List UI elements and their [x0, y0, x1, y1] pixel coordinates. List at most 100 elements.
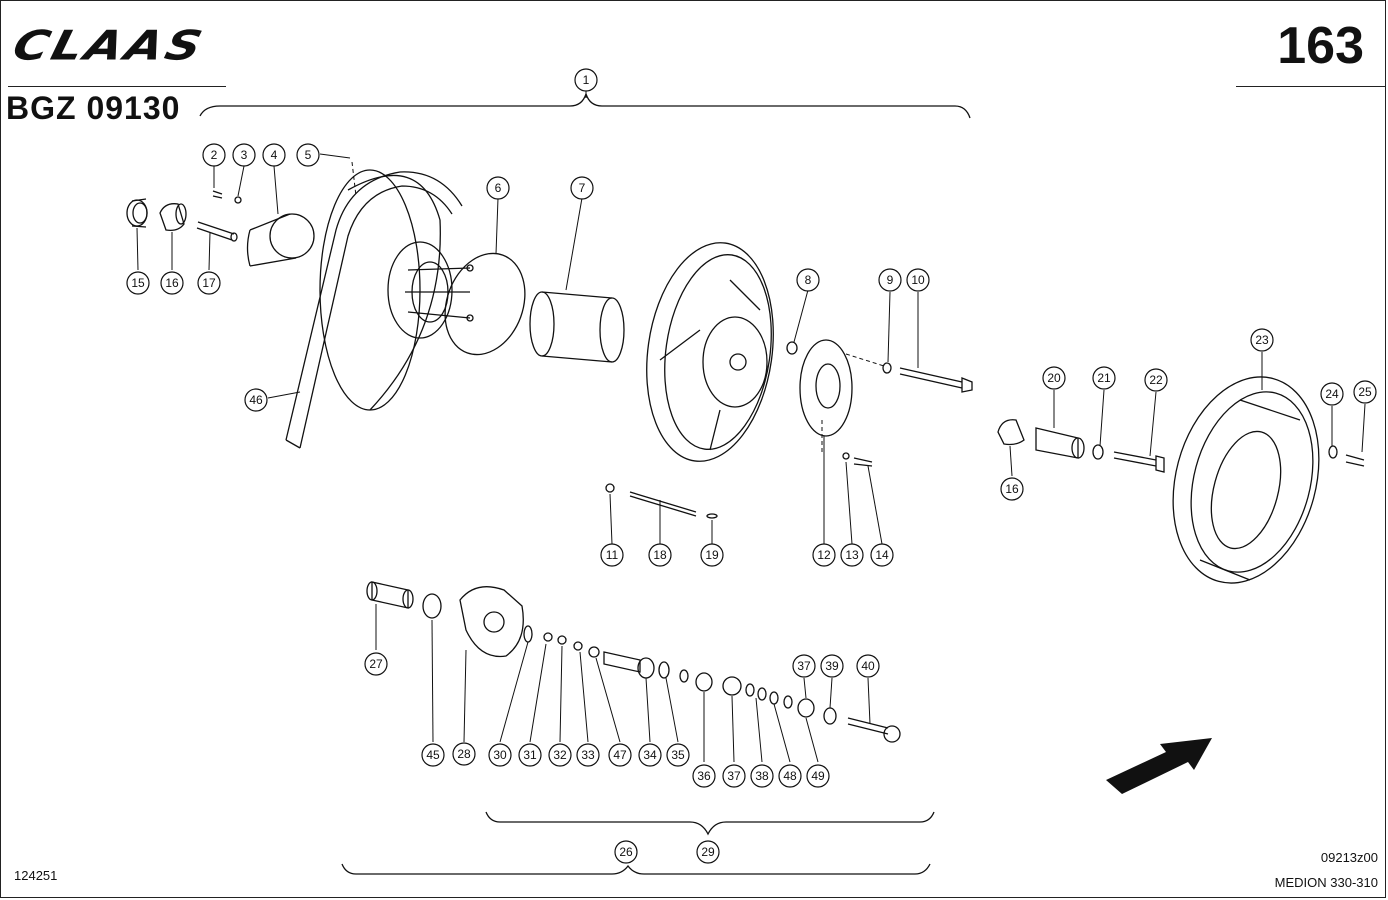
callout-number: 4 — [271, 148, 278, 162]
callout-8: 8 — [796, 268, 820, 292]
callout-number: 34 — [643, 748, 657, 762]
callout-circle — [486, 176, 510, 200]
callout-circle — [778, 764, 802, 788]
callout-number: 48 — [783, 769, 797, 783]
leader-lines — [136, 90, 1366, 763]
callout-28: 28 — [452, 742, 476, 766]
callout-circle — [1042, 366, 1066, 390]
callout-circle — [232, 143, 256, 167]
callout-circle — [421, 743, 445, 767]
callout-number: 11 — [606, 548, 619, 562]
callout-circle — [296, 143, 320, 167]
sleeve-part-4 — [246, 213, 315, 267]
callout-27: 27 — [364, 652, 388, 676]
callout-45: 45 — [421, 743, 445, 767]
bolt-part-22 — [1113, 451, 1165, 473]
callout-circle — [126, 271, 150, 295]
ring-part-47 — [588, 646, 600, 658]
callout-number: 46 — [249, 393, 263, 407]
callout-circle — [452, 742, 476, 766]
callout-15: 15 — [126, 271, 150, 295]
callout-number: 14 — [875, 548, 889, 562]
callout-number: 31 — [523, 748, 537, 762]
bushing-part-27 — [366, 581, 414, 609]
callout-number: 39 — [825, 659, 839, 673]
callout-number: 47 — [613, 748, 627, 762]
document-number: 124251 — [14, 868, 58, 883]
callout-number: 17 — [202, 276, 216, 290]
bushing-part-15 — [126, 198, 148, 228]
direction-arrow-icon — [1106, 738, 1212, 794]
callout-4: 4 — [262, 143, 286, 167]
callout-30: 30 — [488, 743, 512, 767]
callout-circle — [856, 654, 880, 678]
callout-22: 22 — [1144, 368, 1168, 392]
pin-part-17 — [196, 221, 238, 242]
logo-rule — [8, 86, 226, 87]
callout-number: 12 — [817, 548, 831, 562]
callout-number: 26 — [619, 845, 633, 859]
callout-circle — [906, 268, 930, 292]
callout-3: 3 — [232, 143, 256, 167]
callout-21: 21 — [1092, 366, 1116, 390]
bolt-part-10 — [899, 367, 973, 393]
callout-circle — [364, 652, 388, 676]
sleeve-part-16 — [159, 203, 187, 232]
ring-part-45 — [422, 593, 442, 619]
callout-number: 33 — [581, 748, 595, 762]
callout-12: 12 — [812, 543, 836, 567]
rod-part-18 — [629, 491, 697, 517]
callout-6: 6 — [486, 176, 510, 200]
callout-circle — [262, 143, 286, 167]
callout-49: 49 — [806, 764, 830, 788]
callout-38: 38 — [750, 764, 774, 788]
spoked-wheel — [646, 242, 774, 462]
flange-part-28 — [459, 586, 524, 658]
model-name: MEDION 330-310 — [1274, 875, 1378, 890]
callout-circle — [870, 543, 894, 567]
callout-number: 24 — [1325, 387, 1339, 401]
callout-33: 33 — [576, 743, 600, 767]
washer-part-32 — [557, 635, 567, 645]
callout-1: 1 — [574, 68, 598, 92]
washer-part-31 — [543, 632, 553, 642]
callout-circle — [1092, 366, 1116, 390]
callout-16: 16 — [160, 271, 184, 295]
callout-circle — [548, 743, 572, 767]
callout-number: 21 — [1097, 371, 1111, 385]
callout-circle — [840, 543, 864, 567]
callout-number: 28 — [457, 747, 471, 761]
callout-circle — [722, 764, 746, 788]
assembly-code: BGZ 09130 — [6, 90, 181, 126]
callout-circle — [878, 268, 902, 292]
callout-number: 38 — [755, 769, 769, 783]
callout-18: 18 — [648, 543, 672, 567]
bolt-part-40 — [847, 717, 901, 743]
callout-circle — [197, 271, 221, 295]
sleeve-part-20 — [1035, 427, 1085, 459]
washer-part-24 — [1328, 445, 1338, 459]
bearing-part-37 — [722, 676, 742, 696]
callout-number: 10 — [911, 273, 925, 287]
callout-circle — [692, 764, 716, 788]
reference-code: 09213z00 — [1320, 850, 1378, 865]
tube-part-7 — [529, 291, 625, 363]
washer-part-38b — [757, 687, 767, 701]
callout-47: 47 — [608, 743, 632, 767]
clutch-hub — [387, 241, 474, 339]
dashed-alignment-lines — [351, 161, 885, 452]
callout-number: 2 — [211, 148, 218, 162]
pulley-disc — [319, 169, 441, 411]
screw-part-25 — [1345, 454, 1365, 467]
ring-part-39 — [823, 707, 837, 725]
callout-number: 23 — [1255, 333, 1269, 347]
washer-part-38a — [745, 683, 755, 697]
washer-part-48 — [769, 691, 779, 705]
callout-circle — [576, 743, 600, 767]
ring-part-36a — [679, 669, 689, 683]
callout-number: 49 — [811, 769, 825, 783]
callout-number: 13 — [845, 548, 859, 562]
washer-part-21 — [1092, 444, 1104, 460]
